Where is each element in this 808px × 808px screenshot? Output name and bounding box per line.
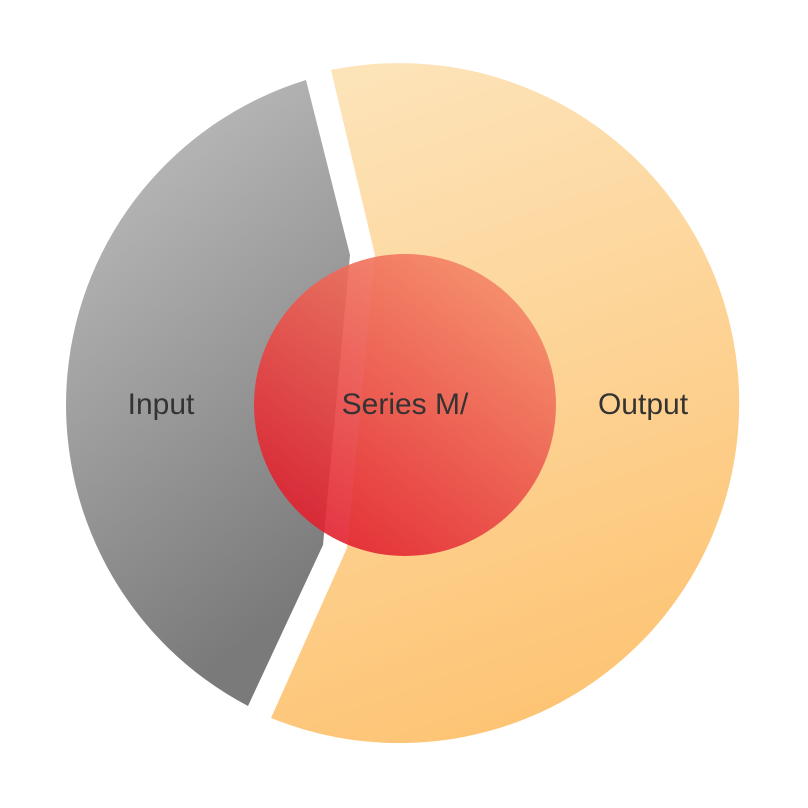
output-label: Output <box>598 388 689 421</box>
center-circle <box>254 254 556 556</box>
center-label: Series M/ <box>342 388 469 421</box>
input-segment <box>66 80 350 706</box>
input-label: Input <box>128 388 195 421</box>
